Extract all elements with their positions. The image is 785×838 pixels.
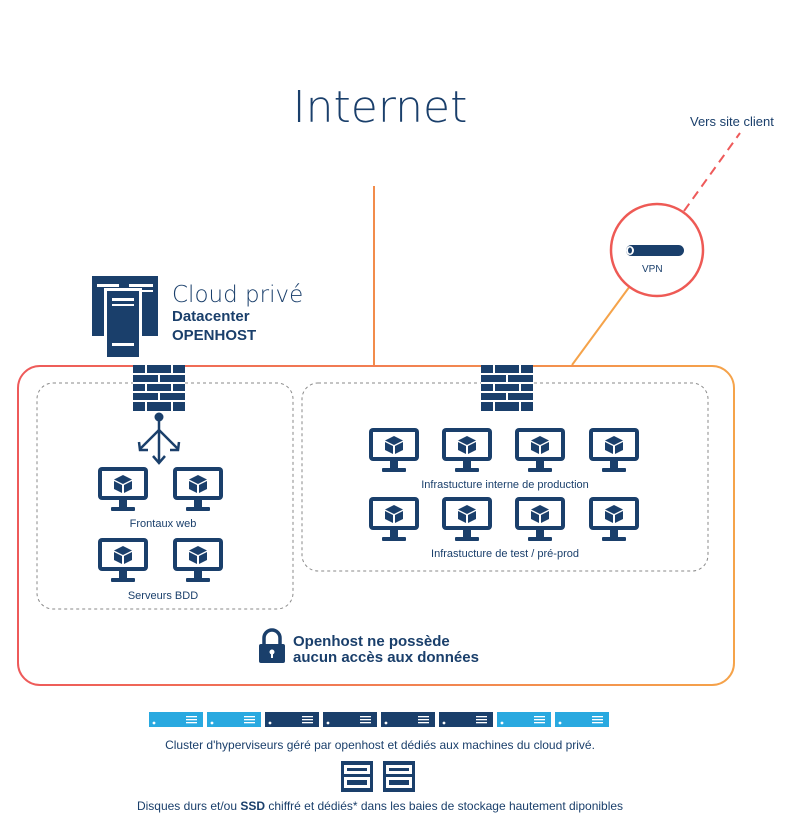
disk-icon <box>383 761 415 792</box>
vpn-label: VPN <box>642 264 663 275</box>
privacy-notice-line2: aucun accès aux données <box>293 649 479 666</box>
monitor-cube-icon <box>589 497 639 541</box>
monitor-cube-icon <box>515 428 565 472</box>
test-label: Infrastucture de test / pré-prod <box>431 548 579 560</box>
privacy-notice-line1: Openhost ne possède <box>293 633 450 650</box>
storage-label-suffix: chiffré et dédiés* dans les baies de sto… <box>265 799 624 813</box>
hypervisor-blade-light <box>555 712 609 727</box>
monitor-cube-icon <box>98 467 148 511</box>
disk-icon <box>341 761 373 792</box>
cluster-label: Cluster d'hyperviseurs géré par openhost… <box>165 738 595 752</box>
monitor-cube-icon <box>515 497 565 541</box>
hypervisor-blade-dark <box>439 712 493 727</box>
storage-disks-icon <box>341 761 415 792</box>
client-link-dashed-line <box>683 132 741 212</box>
front-web-label: Frontaux web <box>129 518 197 530</box>
hypervisor-blade-dark <box>265 712 319 727</box>
db-servers-label: Serveurs BDD <box>127 590 199 602</box>
hypervisor-blade-dark <box>323 712 377 727</box>
monitor-cube-icon <box>369 497 419 541</box>
hypervisor-blade-light <box>207 712 261 727</box>
padlock-icon <box>259 628 285 663</box>
storage-label-ssd: SSD <box>240 799 266 813</box>
monitor-cube-icon <box>442 497 492 541</box>
client-site-label: Vers site client <box>690 114 774 129</box>
datacenter-line1: Datacenter <box>172 308 250 325</box>
monitor-cube-icon <box>98 538 148 582</box>
firewall-left-icon <box>132 364 186 412</box>
hypervisor-cluster <box>149 712 609 727</box>
vpn-tunnel-icon <box>626 245 684 256</box>
monitor-cube-icon <box>589 428 639 472</box>
hypervisor-blade-dark <box>381 712 435 727</box>
cloud-title: Cloud privé <box>172 282 304 308</box>
vpn-node <box>609 202 705 298</box>
storage-label-prefix: Disques durs et/ou <box>136 799 241 813</box>
monitor-cube-icon <box>442 428 492 472</box>
hypervisor-blade-light <box>497 712 551 727</box>
firewall-right-icon <box>480 364 534 412</box>
zone-right-dashed <box>301 382 709 572</box>
datacenter-line2: OPENHOST <box>172 327 257 344</box>
monitor-cube-icon <box>173 467 223 511</box>
storage-label: Disques durs et/ou SSD chiffré et dédiés… <box>0 799 760 813</box>
vpn-link-line <box>571 285 631 366</box>
split-arrows-icon <box>137 418 181 465</box>
hypervisor-blade-light <box>149 712 203 727</box>
monitor-cube-icon <box>369 428 419 472</box>
monitor-cube-icon <box>173 538 223 582</box>
server-tower-icon <box>92 276 158 360</box>
zone-left-dashed <box>36 382 294 610</box>
production-label: Infrastucture interne de production <box>421 479 589 491</box>
internet-title: Internet <box>292 82 468 133</box>
cloud-private-box <box>17 365 735 686</box>
